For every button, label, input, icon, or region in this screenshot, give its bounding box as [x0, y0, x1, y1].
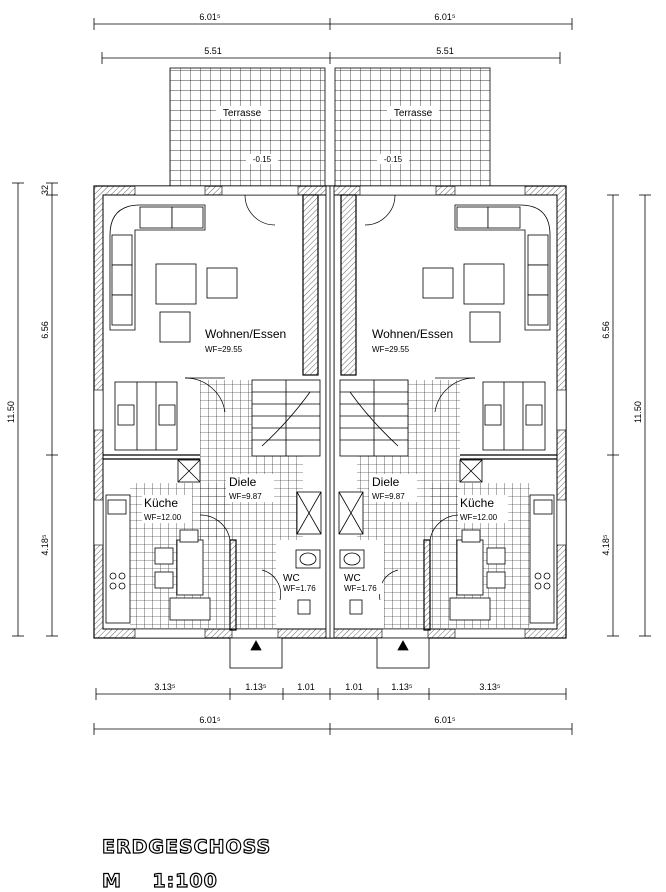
room-area-kueche: WF=12.00 — [460, 513, 498, 522]
dim-terrace-right: 5.51 — [436, 46, 454, 56]
partitions — [103, 194, 557, 631]
entrance-arrow-icon — [397, 640, 409, 651]
room-label-wc: WC — [344, 573, 361, 584]
dim-bottom-5: 1.13⁵ — [391, 682, 413, 692]
staircase-right — [339, 379, 409, 457]
dim-terrace-left: 5.51 — [204, 46, 222, 56]
room-area-diele: WF=9.87 — [372, 492, 405, 501]
room-label-kueche: Küche — [460, 496, 494, 510]
dim-top-overall-right: 6.01⁵ — [434, 12, 456, 22]
dim-bottom-1: 3.13⁵ — [154, 682, 176, 692]
entrance-steps — [229, 637, 430, 669]
staircase-left — [251, 379, 321, 457]
dim-side-total-right: 11.50 — [633, 401, 643, 423]
dim-side-upper-left: 6.56 — [40, 321, 50, 339]
dimension-lines — [12, 18, 651, 735]
dim-bottom-overall-left: 6.01⁵ — [199, 715, 221, 725]
furniture-kitchen-right — [449, 494, 555, 624]
terrace-left: Terrasse -0.15 — [169, 67, 326, 187]
room-area-wc: WF=1.76 — [283, 584, 316, 593]
dim-side-upper-right: 6.56 — [601, 321, 611, 339]
room-area-wc: WF=1.76 — [344, 584, 377, 593]
dim-bottom-3: 1.01 — [297, 682, 315, 692]
dim-side-lower-right: 4.18⁵ — [601, 534, 611, 556]
furniture-living-left — [109, 204, 238, 451]
room-area-wohnen: WF=29.55 — [205, 345, 243, 354]
entrance-arrow-icon — [250, 640, 262, 651]
room-area-wohnen: WF=29.55 — [372, 345, 410, 354]
shafts — [177, 459, 483, 535]
dim-bottom-2: 1.13⁵ — [245, 682, 267, 692]
terrace-label: Terrasse — [394, 108, 433, 119]
room-labels-left: Wohnen/Essen WF=29.55 Diele WF=9.87 Küch… — [142, 325, 321, 594]
wc-fixtures — [295, 549, 365, 615]
dim-top-overall-left: 6.01⁵ — [199, 12, 221, 22]
room-labels-right: Wohnen/Essen WF=29.55 Diele WF=9.87 Küch… — [342, 325, 508, 594]
floor-title: ERDGESCHOSS — [101, 835, 272, 858]
furniture-living-right — [422, 204, 551, 451]
room-label-kueche: Küche — [144, 496, 178, 510]
room-area-diele: WF=9.87 — [229, 492, 262, 501]
terrace-level: -0.15 — [384, 155, 403, 164]
dim-side-total-left: 11.50 — [6, 401, 16, 423]
room-label-diele: Diele — [372, 475, 400, 489]
dim-bottom-overall-right: 6.01⁵ — [434, 715, 456, 725]
dimension-labels: 6.01⁵ 6.01⁵ 5.51 5.51 3.13⁵ 1.13⁵ 1.01 1… — [6, 12, 643, 725]
scale-label: M 1:100 — [101, 869, 218, 892]
dim-bottom-4: 1.01 — [345, 682, 363, 692]
furniture-kitchen-left — [105, 494, 211, 624]
room-label-wohnen: Wohnen/Essen — [205, 327, 286, 341]
door-swings — [184, 194, 476, 601]
dim-bottom-6: 3.13⁵ — [479, 682, 501, 692]
room-area-kueche: WF=12.00 — [144, 513, 182, 522]
terrace-label: Terrasse — [223, 108, 262, 119]
terrace-level: -0.15 — [253, 155, 272, 164]
terrace-right: Terrasse -0.15 — [334, 67, 491, 187]
room-label-diele: Diele — [229, 475, 257, 489]
room-label-wc: WC — [283, 573, 300, 584]
dim-side-wall-left: 32 — [40, 185, 50, 195]
dim-side-lower-left: 4.18⁵ — [40, 534, 50, 556]
room-label-wohnen: Wohnen/Essen — [372, 327, 453, 341]
